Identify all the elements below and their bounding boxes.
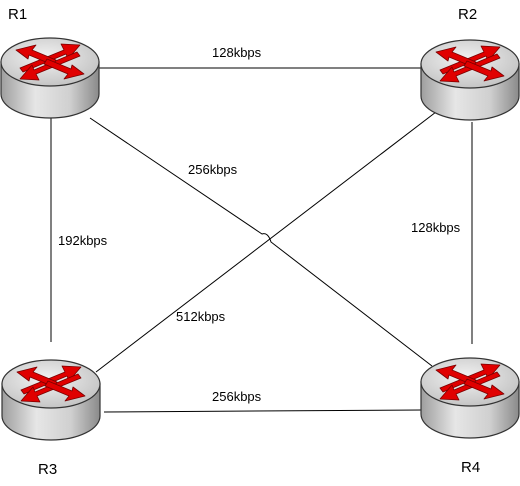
link-labels: 128kbps 256kbps 192kbps 128kbps 512kbps … (58, 45, 461, 404)
router-icon (1, 359, 101, 441)
bandwidth-label-r2-r4: 128kbps (411, 220, 461, 235)
bandwidth-label-r1-r3: 192kbps (58, 233, 108, 248)
bandwidth-label-r1-r2: 128kbps (212, 45, 262, 60)
bandwidth-label-r2-r3: 512kbps (176, 309, 226, 324)
router-label: R2 (458, 6, 477, 23)
bandwidth-label-r3-r4: 256kbps (212, 389, 262, 404)
router-r3: R3 (1, 359, 101, 478)
bandwidth-label-r1-r4: 256kbps (188, 162, 238, 177)
link-r2-r3 (95, 111, 437, 373)
router-icon (420, 39, 520, 121)
router-icon (420, 357, 520, 439)
router-r4: R4 (420, 357, 520, 476)
router-r2: R2 (420, 6, 520, 121)
router-label: R4 (461, 459, 480, 476)
links (50, 67, 473, 413)
link-r1-r4 (89, 117, 433, 367)
router-label: R1 (8, 6, 27, 23)
router-icon (0, 37, 100, 119)
router-r1: R1 (0, 6, 100, 119)
link-r3-r4 (103, 409, 423, 413)
router-label: R3 (38, 461, 57, 478)
